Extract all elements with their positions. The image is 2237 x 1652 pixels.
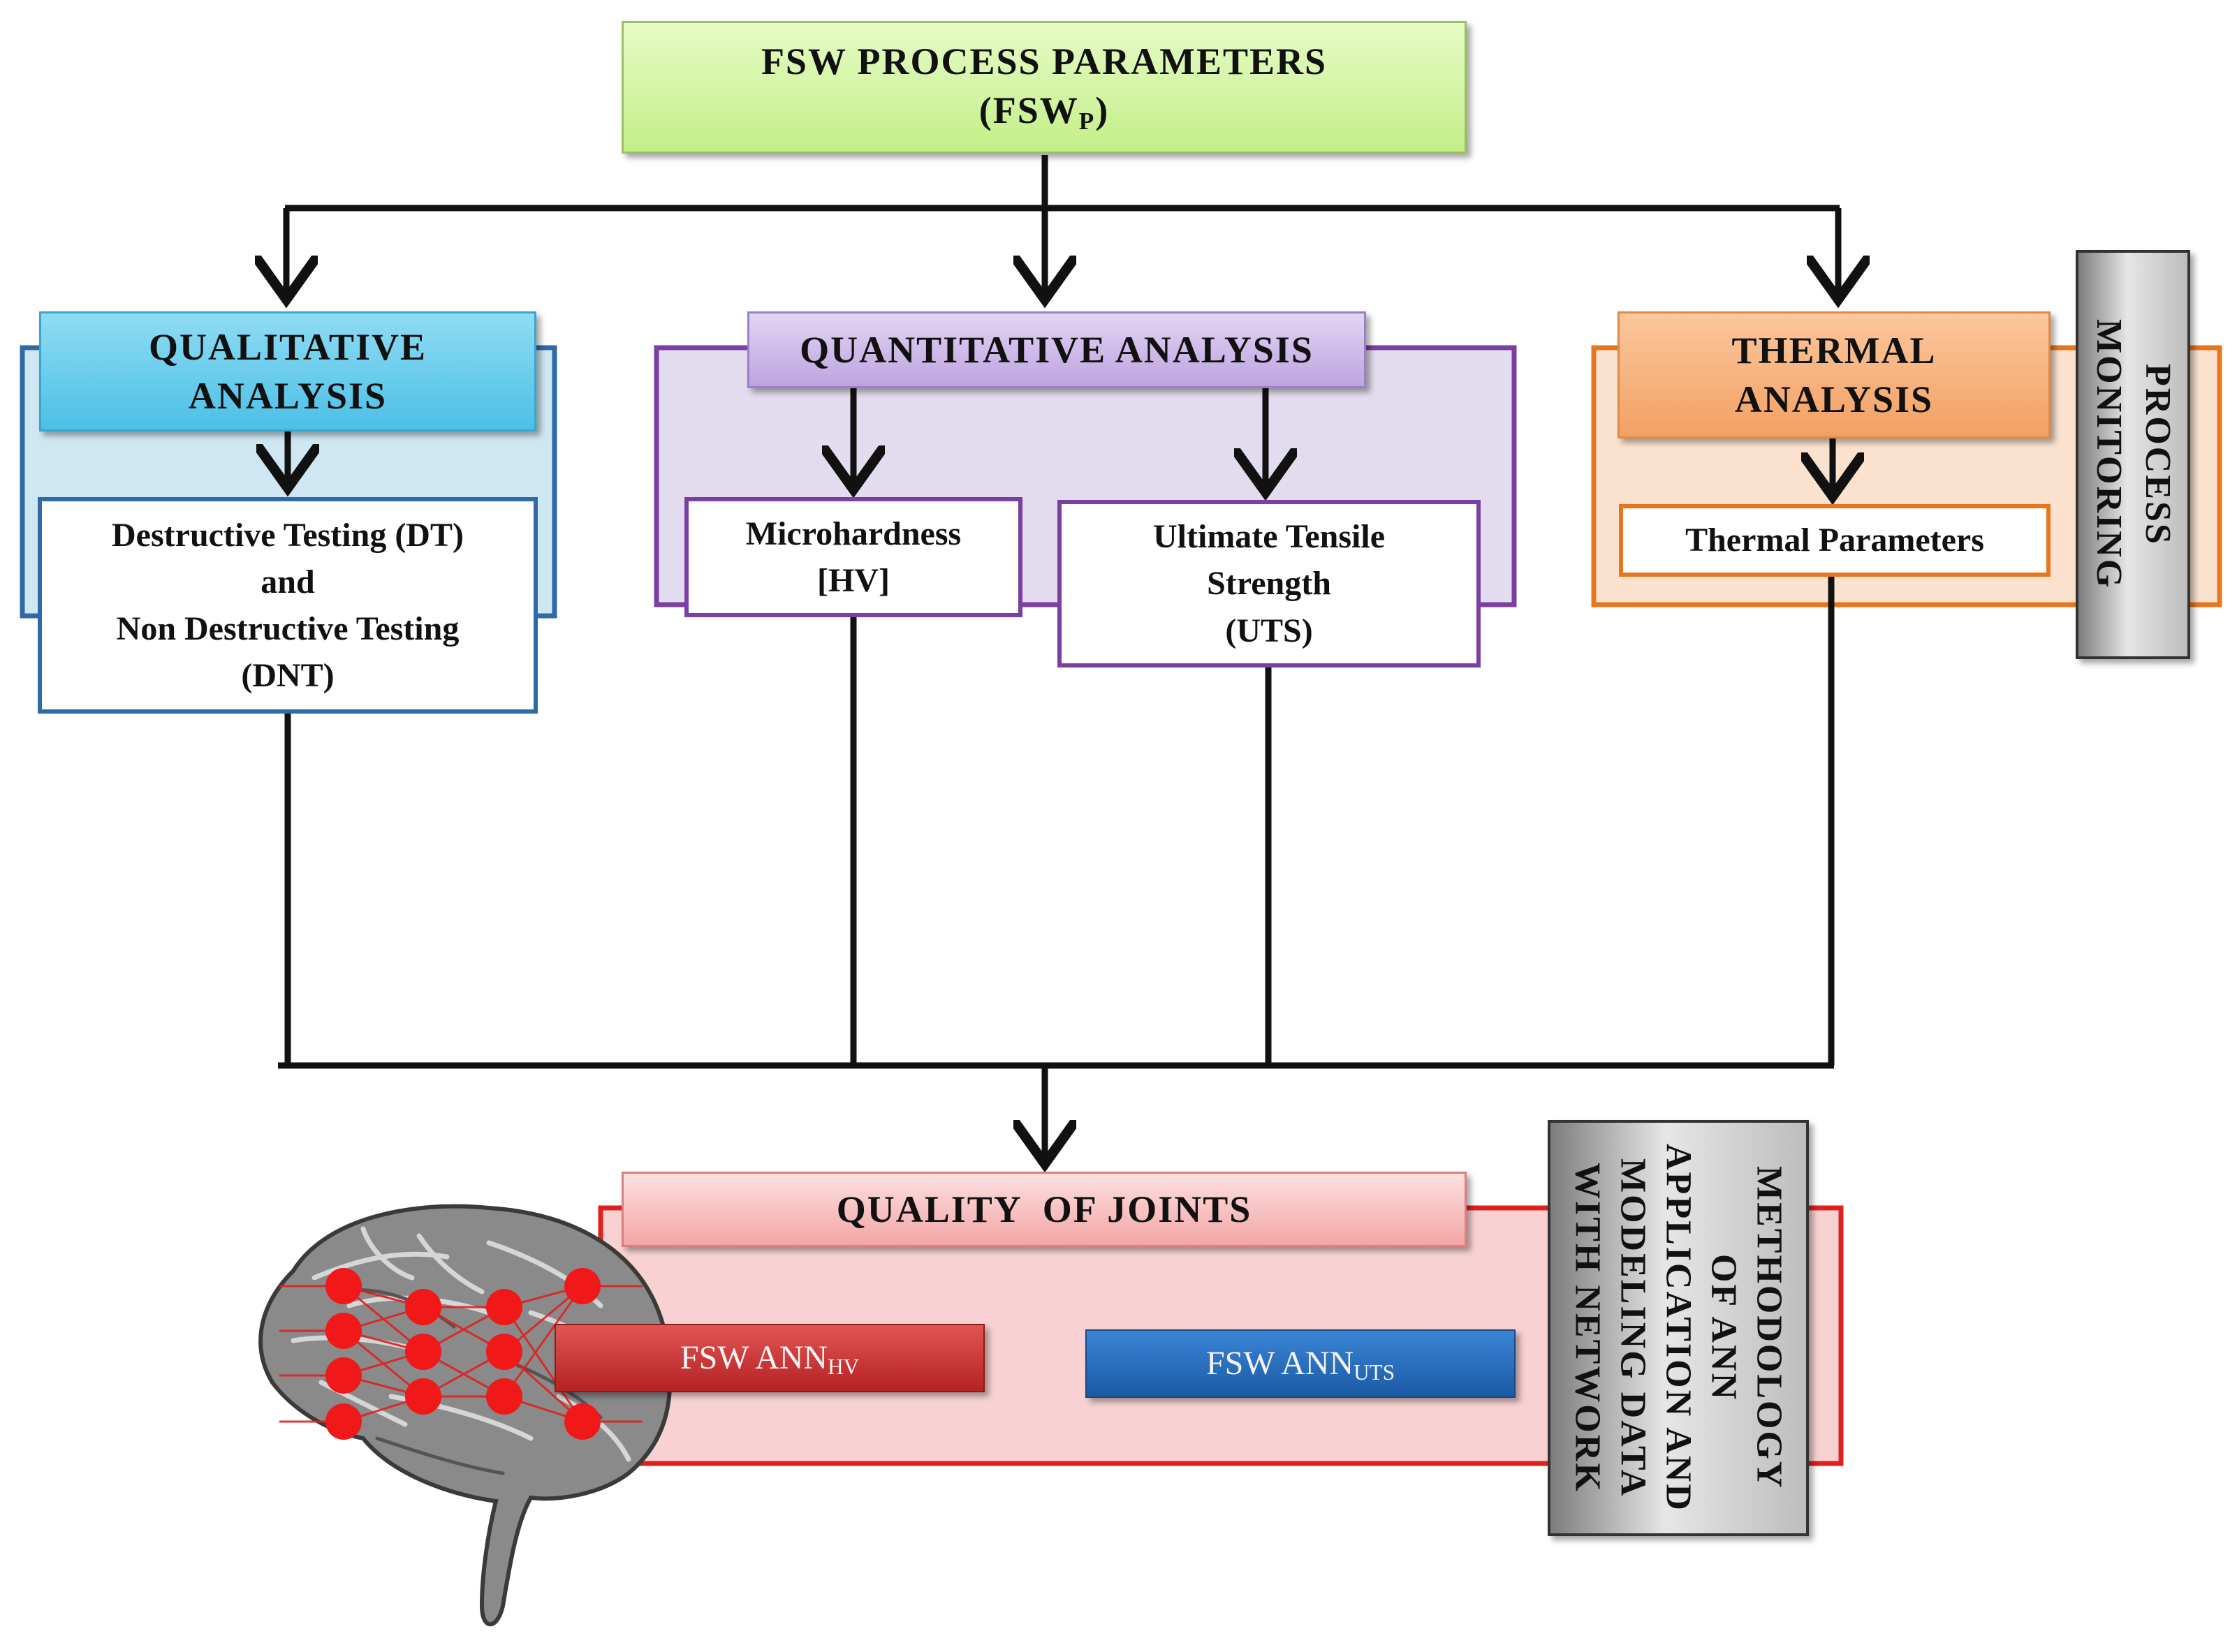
quality-of-joints-box: QUALITY OF JOINTS	[622, 1172, 1467, 1247]
fsw-ann-hv-box: FSW ANNHV	[555, 1324, 985, 1392]
thermal-parameters-box: Thermal Parameters	[1619, 504, 2051, 577]
destructive-testing-box: Destructive Testing (DT) and Non Destruc…	[38, 497, 538, 714]
methodology-label: METHODOLOGY OF ANN APPLICATION AND MODEL…	[1548, 1120, 1809, 1536]
methodology-text: METHODOLOGY OF ANN APPLICATION AND MODEL…	[1567, 1144, 1789, 1512]
fsw-ann-uts-label: FSW ANNUTS	[1205, 1344, 1395, 1385]
fsw-process-parameters-box: FSW PROCESS PARAMETERS (FSWP)	[622, 21, 1467, 154]
thermal-analysis-box: THERMAL ANALYSIS	[1618, 311, 2051, 438]
fsw-ann-hv-label: FSW ANNHV	[680, 1338, 860, 1379]
qualitative-analysis-box: QUALITATIVE ANALYSIS	[39, 311, 536, 432]
fsw-title-line2: (FSWP)	[978, 89, 1110, 135]
ultimate-tensile-strength-box: Ultimate Tensile Strength (UTS)	[1057, 500, 1481, 668]
microhardness-box: Microhardness [HV]	[684, 497, 1022, 617]
process-monitoring-text: PROCESS MONITORING	[2089, 319, 2178, 590]
quantitative-analysis-box: QUANTITATIVE ANALYSIS	[747, 311, 1366, 388]
fsw-title-line1: FSW PROCESS PARAMETERS	[761, 40, 1328, 83]
fsw-ann-uts-box: FSW ANNUTS	[1085, 1329, 1516, 1398]
brain-icon	[258, 1204, 673, 1627]
process-monitoring-label: PROCESS MONITORING	[2076, 250, 2190, 659]
